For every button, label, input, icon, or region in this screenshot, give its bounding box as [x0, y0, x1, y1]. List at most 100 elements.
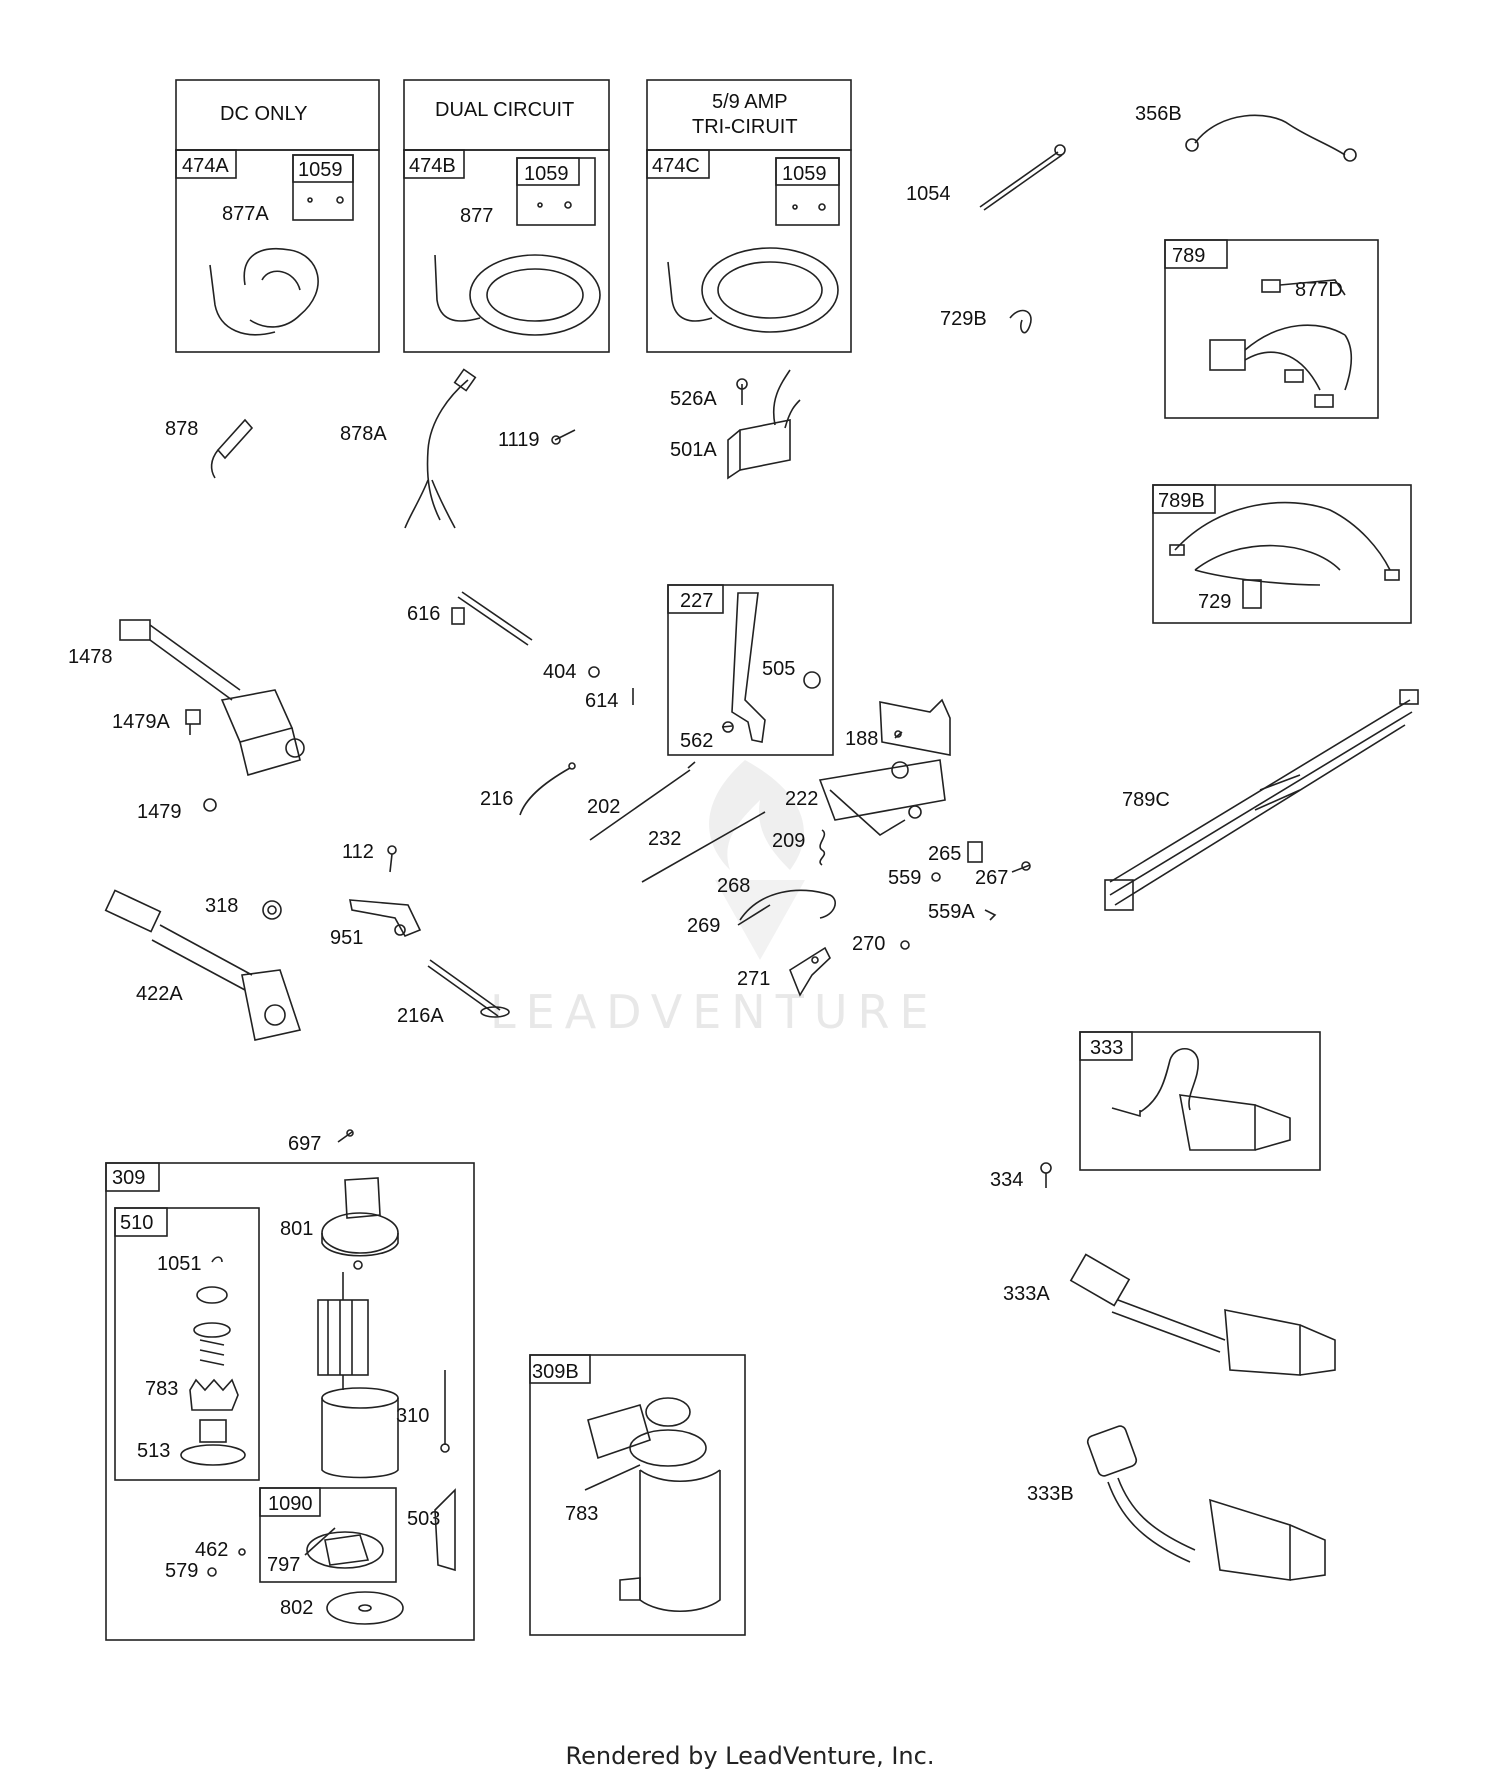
box-tag-1090: [259, 1487, 321, 1517]
label-1054: 1054: [906, 183, 951, 205]
nut-559: [931, 872, 941, 882]
link-202: [589, 761, 696, 841]
nut-1479: [203, 798, 217, 812]
group-510: [114, 1207, 260, 1481]
stator-474B: [434, 201, 601, 336]
cable-269: [737, 889, 836, 926]
group-789B: [1152, 484, 1412, 624]
nut-318: [262, 900, 282, 920]
label-268: 268: [717, 875, 750, 897]
wire-878A: [404, 368, 477, 529]
clip-265: [967, 841, 983, 863]
tag-474C: 474C: [652, 155, 700, 177]
box-tag-474C: [646, 149, 710, 179]
label-209: 209: [772, 830, 805, 852]
box-tag-1059-b: [516, 157, 580, 186]
bracket-951: [349, 899, 422, 938]
washer-802: [326, 1591, 404, 1625]
label-222: 222: [785, 788, 818, 810]
header-amp-line1: 5/9 AMP: [712, 91, 788, 113]
tag-1059-a: 1059: [298, 159, 343, 181]
label-112: 112: [342, 841, 374, 863]
tag-1090: 1090: [268, 1493, 313, 1515]
group-309B: [529, 1354, 746, 1636]
brush-503: [434, 1488, 456, 1572]
box-tag-309B: [529, 1354, 591, 1384]
label-579: 579: [165, 1560, 198, 1582]
tag-227: 227: [680, 590, 713, 612]
label-877: 877: [460, 205, 493, 227]
box-tag-1059-a: [292, 154, 354, 183]
regulator-501A: [727, 369, 801, 480]
label-202: 202: [587, 796, 620, 818]
label-614: 614: [585, 690, 618, 712]
coil-333: [1111, 1047, 1291, 1151]
box-tag-474A: [175, 149, 237, 179]
header-dc-only: DC ONLY: [220, 103, 307, 125]
tag-789: 789: [1172, 245, 1205, 267]
box-tag-510: [114, 1207, 168, 1237]
group-474C: [646, 149, 852, 353]
group-333: [1079, 1031, 1321, 1171]
governor-lever-227: [721, 592, 821, 743]
label-559A: 559A: [928, 901, 975, 923]
drive-assembly-510: [180, 1286, 246, 1466]
tie-1054: [979, 144, 1066, 211]
group-227: [667, 584, 834, 756]
label-878: 878: [165, 418, 198, 440]
coil-333A: [1069, 1253, 1336, 1376]
end-cap-801: [321, 1177, 399, 1270]
screw-334: [1040, 1162, 1052, 1188]
label-783b: 783: [565, 1503, 598, 1525]
harness-789B: [1169, 501, 1400, 609]
spring-216: [519, 762, 576, 816]
label-951: 951: [330, 927, 363, 949]
harness-789C: [1104, 689, 1419, 911]
label-267: 267: [975, 867, 1008, 889]
coil-333B: [1086, 1425, 1326, 1581]
clip-1051: [211, 1256, 223, 1263]
label-801: 801: [280, 1218, 313, 1240]
spring-216A: [427, 959, 510, 1018]
label-462: 462: [195, 1539, 228, 1561]
wire-356B: [1185, 114, 1357, 162]
label-878A: 878A: [340, 423, 387, 445]
tag-474B: 474B: [409, 155, 456, 177]
group-789: [1164, 239, 1379, 419]
group-474B: [403, 149, 610, 353]
label-216: 216: [480, 788, 513, 810]
tag-789B: 789B: [1158, 490, 1205, 512]
label-269: 269: [687, 915, 720, 937]
label-877A: 877A: [222, 203, 269, 225]
lever-271: [789, 946, 831, 997]
watermark: LEADVENTURE: [490, 760, 929, 1039]
header-dual-circuit: DUAL CIRCUIT: [435, 99, 574, 121]
group-474A: [175, 149, 380, 353]
label-1479: 1479: [137, 801, 182, 823]
label-271: 271: [737, 968, 770, 990]
label-616: 616: [407, 603, 440, 625]
clip-729B: [1009, 309, 1032, 334]
tag-1059-b: 1059: [524, 163, 569, 185]
label-310: 310: [396, 1405, 429, 1427]
footer-credit: Rendered by LeadVenture, Inc.: [565, 1742, 935, 1770]
box-tag-789: [1164, 239, 1228, 269]
box-tag-227: [667, 584, 724, 614]
label-503: 503: [407, 1508, 440, 1530]
label-562: 562: [680, 730, 713, 752]
label-802: 802: [280, 1597, 313, 1619]
label-265: 265: [928, 843, 961, 865]
label-501A: 501A: [670, 439, 717, 461]
label-729B: 729B: [940, 308, 987, 330]
armature: [317, 1272, 369, 1390]
screw-526A: [736, 378, 748, 405]
label-333A: 333A: [1003, 1283, 1050, 1305]
box-tag-474B: [403, 149, 465, 179]
label-188: 188: [845, 728, 878, 750]
screw-697: [337, 1129, 354, 1143]
tag-309: 309: [112, 1167, 145, 1189]
tag-510: 510: [120, 1212, 153, 1234]
label-729: 729: [1198, 591, 1231, 613]
nut-579: [207, 1567, 217, 1577]
